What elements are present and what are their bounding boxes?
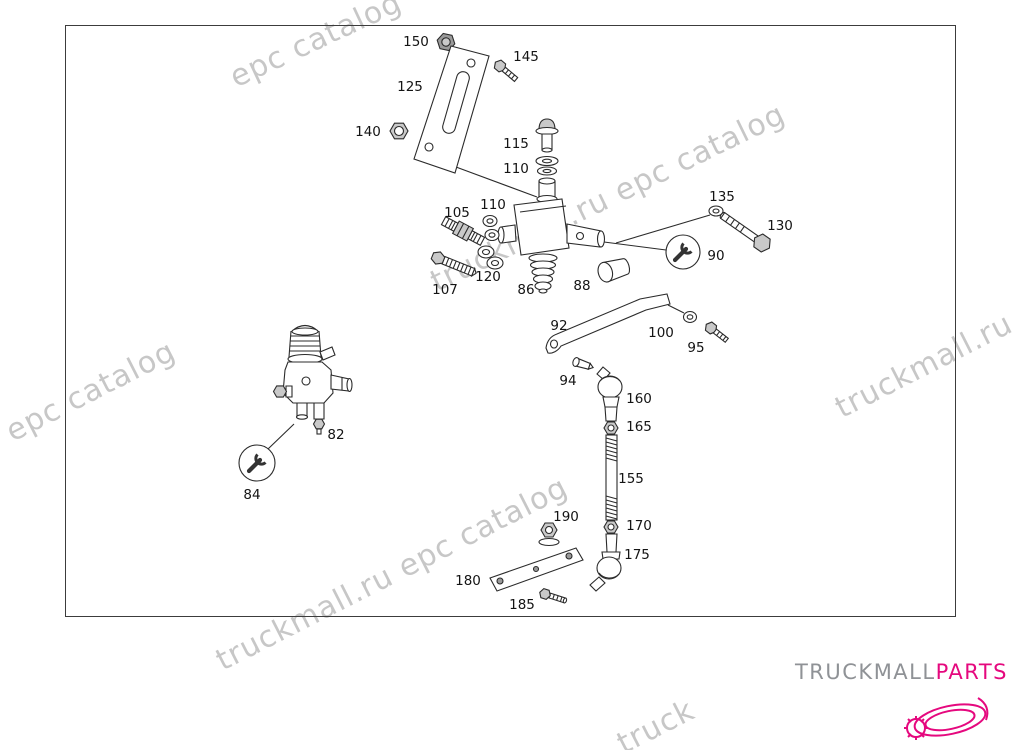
part-107-bolt-drawing bbox=[430, 251, 477, 278]
diagram-border bbox=[65, 25, 956, 617]
part-175-tierod-drawing bbox=[589, 533, 622, 592]
part-155-rod-drawing bbox=[605, 434, 618, 521]
part-88-cap-drawing bbox=[597, 258, 631, 283]
logo-gear-icon bbox=[904, 697, 989, 740]
part-86-valve-drawing bbox=[497, 177, 606, 294]
part-130-bolt-drawing bbox=[719, 211, 771, 253]
part-95-bolt-drawing bbox=[704, 321, 730, 344]
brand-logo: TRUCKMALLPARTS bbox=[795, 660, 1008, 750]
part-150-nut-drawing bbox=[436, 32, 456, 52]
part-115-bolt-drawing bbox=[535, 118, 559, 153]
part-180-plate-drawing bbox=[489, 547, 584, 592]
part-145-screw-drawing bbox=[493, 59, 519, 83]
part-120-washers-drawing bbox=[477, 245, 504, 270]
part-105-stud-drawing bbox=[440, 215, 486, 247]
part-165-nut-drawing bbox=[603, 421, 619, 435]
part-160-tierod-drawing bbox=[596, 366, 623, 422]
brand-name-gray: TRUCKMALL bbox=[794, 660, 936, 684]
part-190-nut-drawing bbox=[538, 522, 560, 547]
part-94-pin-drawing bbox=[572, 357, 594, 371]
part-185-screw-drawing bbox=[539, 587, 568, 604]
part-125-plate-drawing bbox=[413, 45, 538, 198]
part-84-service-wrench bbox=[238, 423, 295, 482]
part-110-washers-drawing bbox=[482, 214, 500, 242]
part-100-ring-drawing bbox=[682, 310, 698, 324]
part-170-nut-drawing bbox=[603, 520, 619, 534]
part-140-nut-drawing bbox=[389, 122, 409, 140]
brand-name-accent: PARTS bbox=[935, 660, 1008, 684]
part-135-washer-drawing bbox=[615, 205, 724, 244]
part-90-service-wrench bbox=[603, 234, 701, 270]
part-92-lever-drawing bbox=[545, 293, 685, 354]
part-110-washers-drawing bbox=[535, 155, 559, 176]
part-82-valve-drawing bbox=[272, 324, 353, 435]
brand-name: TRUCKMALLPARTS bbox=[795, 660, 1008, 684]
